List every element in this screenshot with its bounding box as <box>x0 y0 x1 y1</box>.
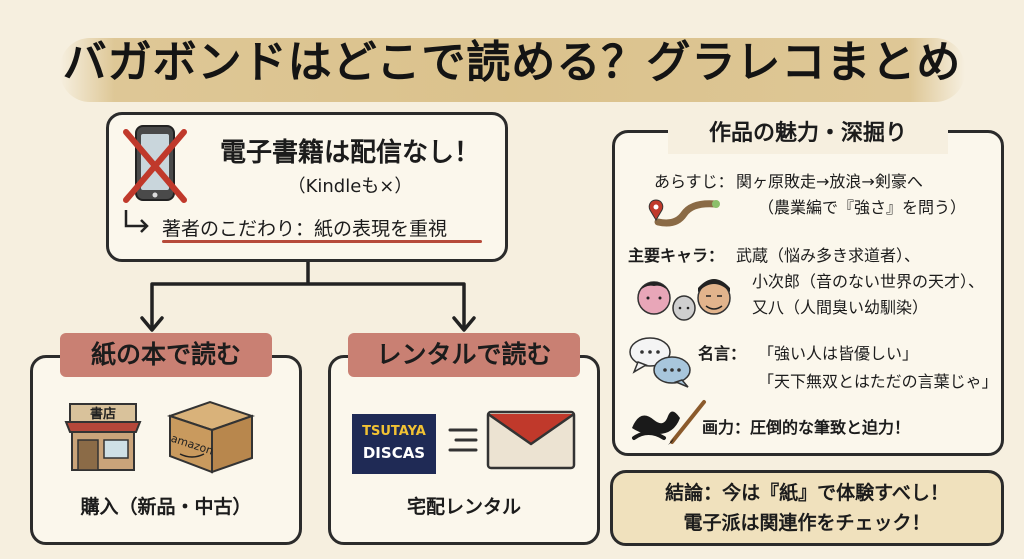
synopsis-line-1: 関ヶ原敗走→放浪→剣豪へ <box>736 172 923 191</box>
page-title: バガボンドはどこで読める？グラレコまとめ <box>62 37 962 88</box>
title-brush-background <box>60 38 965 102</box>
mail-envelope-icon <box>446 408 582 472</box>
branch-arrows <box>120 260 500 338</box>
quotes-label: 名言： <box>698 344 747 363</box>
ebook-subnote: （Kindleも×） <box>287 176 413 197</box>
store-sign-text: 書店 <box>90 406 116 422</box>
quote-1: 「強い人は皆優しい」 <box>758 344 919 363</box>
characters-label: 主要キャラ： <box>628 246 725 265</box>
tsutaya-logo-line2: DISCAS <box>362 444 426 462</box>
purchase-label: 購入（新品・中古） <box>80 496 252 518</box>
character-musashi: 武蔵（悩み多き求道者）、 <box>736 246 921 265</box>
appeal-panel <box>612 130 1004 456</box>
crossed-phone-icon <box>120 122 190 208</box>
paper-book-ribbon: 紙の本で読む <box>60 333 272 377</box>
speech-bubbles-icon <box>626 332 694 388</box>
ink-brush-icon <box>628 398 708 446</box>
hook-arrow-icon <box>122 208 152 234</box>
character-faces-icon <box>634 266 734 322</box>
bookstore-icon: 書店 <box>60 398 146 474</box>
rental-ribbon: レンタルで読む <box>348 333 580 377</box>
journey-path-icon <box>646 192 724 232</box>
reason-underline <box>162 240 482 243</box>
synopsis-label: あらすじ： <box>654 172 734 191</box>
author-reason: 著者のこだわり：紙の表現を重視 <box>162 218 448 240</box>
amazon-box-icon: amazon <box>160 392 260 476</box>
conclusion-line-1: 結論：今は『紙』で体験すべし！ <box>665 482 949 504</box>
character-matahachi: 又八（人間臭い幼馴染） <box>752 298 929 317</box>
appeal-title: 作品の魅力・深掘り <box>668 114 948 154</box>
quote-2: 「天下無双とはただの言葉じゃ」 <box>758 372 998 391</box>
conclusion-line-2: 電子派は関連作をチェック！ <box>683 512 931 534</box>
tsutaya-logo-line1: TSUTAYA <box>362 424 426 439</box>
synopsis-line-2: （農業編で『強さ』を問う） <box>758 198 967 217</box>
tsutaya-discas-logo: TSUTAYA DISCAS <box>352 414 436 474</box>
ebook-heading: 電子書籍は配信なし！ <box>219 138 480 168</box>
home-delivery-label: 宅配レンタル <box>406 496 521 518</box>
conclusion-box <box>610 470 1004 546</box>
character-kojiro: 小次郎（音のない世界の天才）、 <box>752 272 985 291</box>
art-style-note: 画力：圧倒的な筆致と迫力！ <box>702 418 911 437</box>
